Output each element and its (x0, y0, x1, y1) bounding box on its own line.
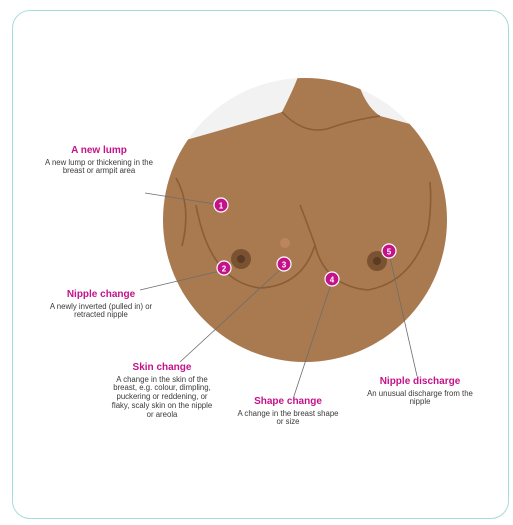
label-new-lump-desc: A new lump or thickening in the breast o… (44, 159, 154, 177)
marker-4-number: 4 (330, 276, 335, 285)
label-new-lump: A new lump A new lump or thickening in t… (44, 145, 154, 176)
label-shape-change-desc: A change in the breast shape or size (236, 410, 340, 428)
label-nipple-change-desc: A newly inverted (pulled in) or retracte… (42, 303, 160, 321)
label-skin-change: Skin change A change in the skin of the … (110, 362, 214, 420)
marker-3: 3 (277, 257, 291, 271)
marker-5-number: 5 (387, 248, 392, 257)
label-skin-change-desc: A change in the skin of the breast, e.g.… (110, 376, 214, 421)
marker-2-number: 2 (222, 265, 227, 274)
marker-1-number: 1 (219, 202, 224, 211)
label-nipple-change-title: Nipple change (42, 289, 160, 301)
label-nipple-discharge: Nipple discharge An unusual discharge fr… (366, 376, 474, 407)
marker-1: 1 (214, 198, 228, 212)
label-skin-change-title: Skin change (110, 362, 214, 374)
marker-3-number: 3 (282, 261, 287, 270)
marker-5: 5 (382, 244, 396, 258)
torso-illustration (150, 70, 470, 370)
label-nipple-discharge-title: Nipple discharge (366, 376, 474, 388)
marker-2: 2 (217, 261, 231, 275)
label-shape-change-title: Shape change (236, 396, 340, 408)
label-nipple-change: Nipple change A newly inverted (pulled i… (42, 289, 160, 320)
label-shape-change: Shape change A change in the breast shap… (236, 396, 340, 427)
label-nipple-discharge-desc: An unusual discharge from the nipple (366, 390, 474, 408)
label-new-lump-title: A new lump (44, 145, 154, 157)
marker-4: 4 (325, 272, 339, 286)
